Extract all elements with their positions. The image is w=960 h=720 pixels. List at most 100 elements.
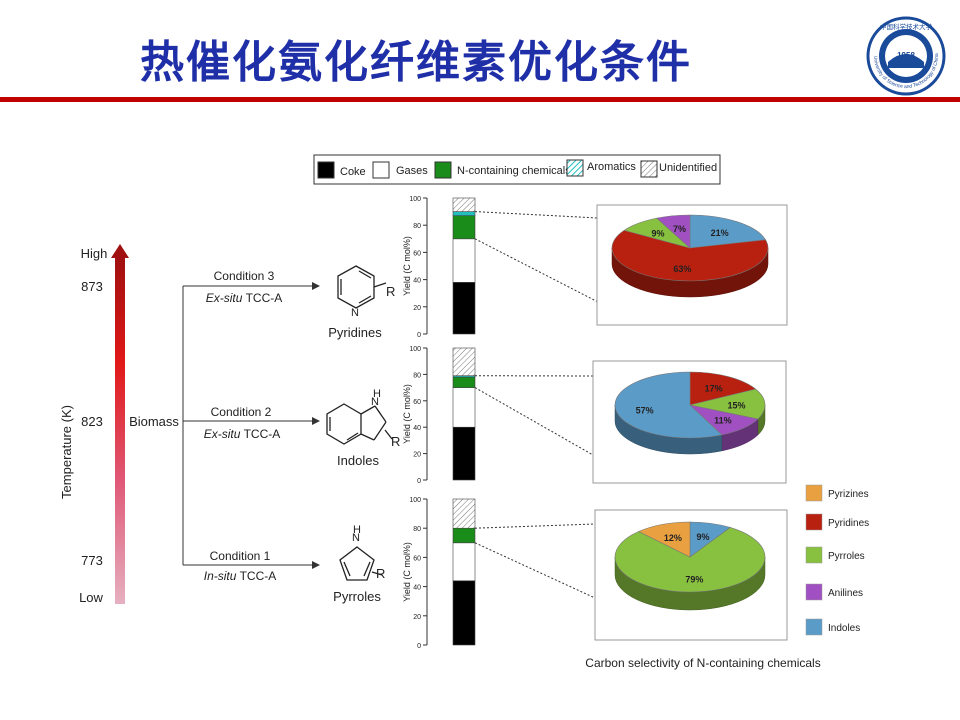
bar-y-tick-label: 40 [413,425,421,432]
bar-segment-gases [452,387,476,428]
bar-segment-unidentified [452,347,476,377]
pie-legend-anilines: Anilines [828,588,863,599]
pie-label-pyridines: 17% [705,383,723,393]
legend-n-chemicals: N-containing chemicals [457,165,571,177]
pyrrole-N-atom: N [352,532,360,544]
leader-line [474,211,599,219]
bar-segment-n-containing-chemicals [452,215,476,240]
slide-title: 热催化氨化纤维素优化条件 [140,37,692,88]
pie-legend-pyrizines: Pyrizines [828,489,869,500]
bar-segment-coke [452,426,476,481]
pie-label-pyrroles: 79% [685,575,703,585]
legend-swatch-gases [372,161,390,179]
pie-indoles: 17% 15% 11% 57% [592,360,787,484]
legend-coke: Coke [340,166,366,178]
temp-tick-823: 823 [81,414,103,429]
bar-segment-aromatics [452,211,476,216]
branch-arrow-2-head [312,417,320,425]
temperature-bar [115,258,125,604]
pyrrole-H-atom: H [353,524,361,536]
pie-legend-swatch-pyrroles [805,546,823,564]
pie-slice-pyrroles [689,388,766,420]
bar-y-tick-label: 60 [413,399,421,406]
condition-1-label: Condition 1 [210,549,271,563]
bar-y-tick-label: 100 [409,497,421,504]
bar-y-tick-label: 20 [413,305,421,312]
bar-segment-n-containing-chemicals [452,527,476,544]
bar-segment-unidentified [452,498,476,529]
pyridine-structure [337,265,387,309]
pie-legend-pyrroles: Pyrroles [828,551,865,562]
bar-y-axis-label: Yield (C mol%) [402,542,412,602]
logo-top-text: 中国科学技术大学 [880,22,933,31]
condition-1-method: In-situ TCC-A [204,569,276,583]
leader-line [474,542,596,599]
bar-segment-gases [452,238,476,283]
bar-y-tick-label: 100 [409,346,421,353]
temperature-scale: High 873 823 773 Low Temperature (K) [59,244,129,605]
indole-N-atom: N [371,396,379,408]
temp-tick-873: 873 [81,279,103,294]
pie-label-pyrroles: 15% [727,400,745,410]
temperature-arrow-head [111,244,129,258]
pie-charts: 21%63%9%7%17%15%11%57%9%79%12% [592,204,788,641]
product-pyrroles: Pyrroles [333,589,381,604]
leader-line [474,387,594,456]
product-indoles: Indoles [337,453,379,468]
legend-swatch-n-chemicals [434,161,452,179]
pie-slice-pyrizines [637,521,691,558]
legend-swatch-unidentified [640,160,658,178]
bar-y-tick-label: 20 [413,614,421,621]
pyridine-R-group: R [386,284,395,299]
pie-label-anilines: 7% [673,224,686,234]
temp-high-label: High [81,246,108,261]
pie-label-indoles: 57% [636,405,654,415]
indole-H-atom: H [373,388,381,400]
leader-line [474,523,596,529]
pyrrole-structure [339,546,383,581]
pie-label-anilines: 11% [714,415,732,425]
bar-segment-gases [452,542,476,582]
bar-y-tick-label: 0 [417,332,421,339]
bar-y-tick-label: 40 [413,585,421,592]
legend-gases: Gases [396,165,428,177]
pie-legend: PyrizinesPyridinesPyrrolesAnilinesIndole… [805,484,869,636]
pie-legend-indoles: Indoles [828,623,860,634]
bar-y-tick-label: 60 [413,250,421,257]
pie-legend-swatch-indoles [805,618,823,636]
branch-arrow-3-head [312,282,320,290]
bar-segment-n-containing-chemicals [452,376,476,388]
pie-legend-pyridines: Pyridines [828,518,869,529]
pie-label-indoles: 9% [696,532,709,542]
pie-legend-swatch-pyridines [805,513,823,531]
pie-legend-swatch-pyrizines [805,484,823,502]
pyrrole-R-group: R [376,566,385,581]
indole-structure [326,403,393,445]
pie-label-pyrroles: 9% [652,229,665,239]
pie-legend-swatch-anilines [805,583,823,601]
title-underline [0,97,960,102]
condition-2-method: Ex-situ TCC-A [204,427,280,441]
bar-y-tick-label: 80 [413,526,421,533]
bar-segment-coke [452,282,476,335]
logo-year: 1958 [897,51,915,60]
bar-y-tick-label: 80 [413,223,421,230]
university-logo: 1958 University of Science and Technolog… [866,16,946,96]
bar-y-tick-label: 0 [417,643,421,650]
bar-y-tick-label: 0 [417,478,421,485]
pie-slice-indoles [614,371,723,439]
condition-2-label: Condition 2 [211,405,272,419]
temp-low-label: Low [79,590,103,605]
pie-pyrroles: 9%79%12% [594,509,788,641]
product-pyridines: Pyridines [328,325,382,340]
pie-slice-indoles [689,214,767,249]
legend-swatch-coke [317,161,335,179]
bar-y-axis-label: Yield (C mol%) [402,236,412,296]
bar-segment-coke [452,580,476,646]
pie-label-indoles: 21% [711,228,729,238]
